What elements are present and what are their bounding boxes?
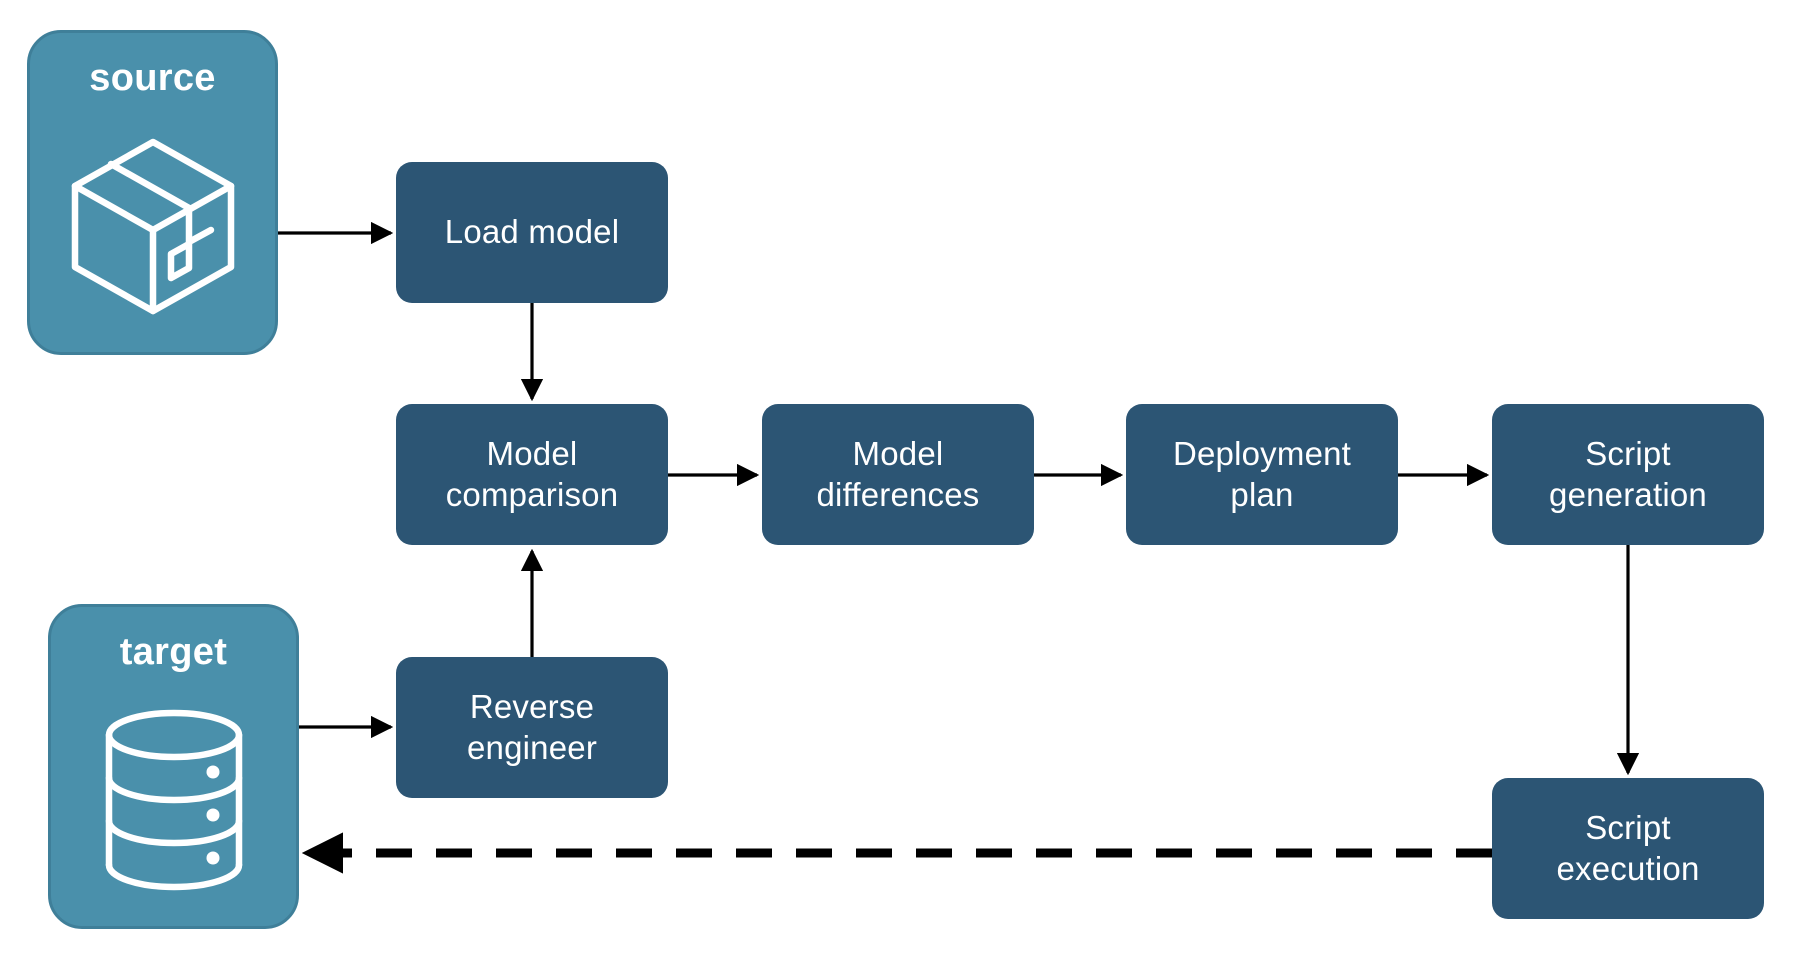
node-target[interactable]: target [48,604,299,929]
package-box-icon [71,138,234,314]
target-icon-wrap [51,674,296,926]
node-script-generation[interactable]: Script generation [1492,404,1764,545]
deployment-plan-label: Deployment plan [1172,435,1352,513]
script-generation-label: Script generation [1549,435,1707,513]
source-icon-wrap [30,100,275,352]
node-model-differences[interactable]: Model differences [762,404,1034,545]
model-comparison-label: Model comparison [445,435,619,513]
script-execution-label: Script execution [1556,809,1700,887]
node-reverse-engineer[interactable]: Reverse engineer [396,657,668,798]
node-script-execution[interactable]: Script execution [1492,778,1764,919]
node-deployment-plan[interactable]: Deployment plan [1126,404,1398,545]
node-model-comparison[interactable]: Model comparison [396,404,668,545]
reverse-engineer-label: Reverse engineer [466,688,598,766]
target-label: target [119,631,228,673]
source-label: source [89,57,216,99]
database-cylinder-icon [105,709,242,891]
load-model-label: Load model [444,213,620,251]
node-load-model[interactable]: Load model [396,162,668,303]
node-source[interactable]: source [27,30,278,355]
model-differences-label: Model differences [816,435,980,513]
